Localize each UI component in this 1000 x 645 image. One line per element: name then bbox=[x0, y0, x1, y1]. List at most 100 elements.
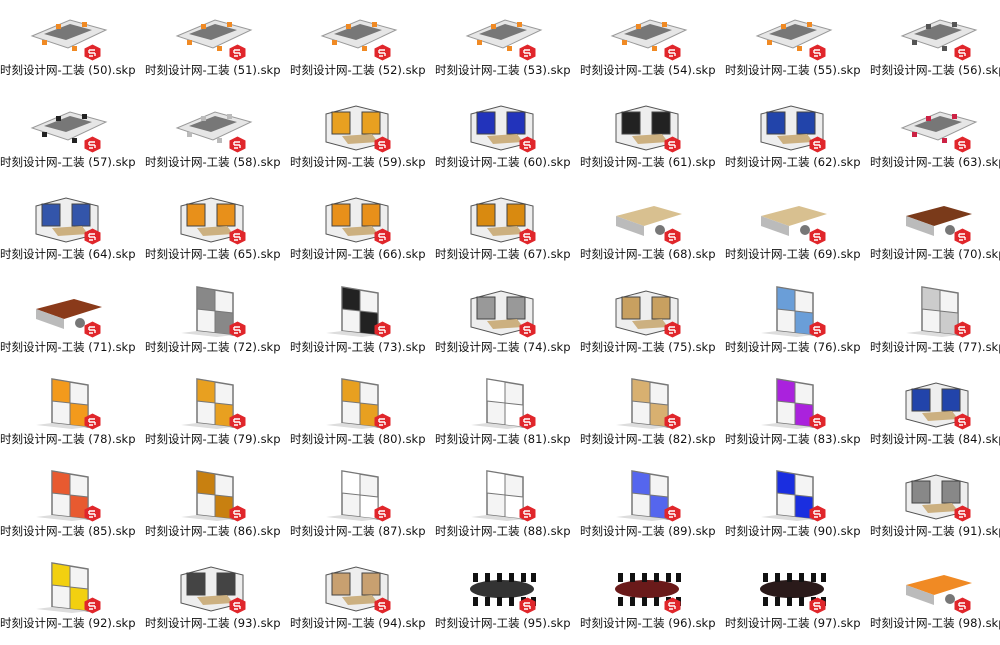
file-item[interactable]: 时刻设计网-工装 (69).skp bbox=[725, 184, 870, 276]
file-name: 时刻设计网-工装 (74).skp bbox=[435, 339, 571, 354]
file-item[interactable]: 时刻设计网-工装 (64).skp bbox=[0, 184, 145, 276]
file-item[interactable]: 时刻设计网-工装 (55).skp bbox=[725, 0, 870, 92]
file-item[interactable]: 时刻设计网-工装 (96).skp bbox=[580, 553, 725, 645]
file-name: 时刻设计网-工装 (90).skp bbox=[725, 523, 861, 538]
file-item[interactable]: 时刻设计网-工装 (60).skp bbox=[435, 92, 580, 184]
file-name: 时刻设计网-工装 (65).skp bbox=[145, 247, 281, 262]
file-item[interactable]: 时刻设计网-工装 (57).skp bbox=[0, 92, 145, 184]
file-thumbnail bbox=[616, 206, 682, 237]
file-item[interactable]: 时刻设计网-工装 (92).skp bbox=[0, 553, 145, 645]
file-name: 时刻设计网-工装 (97).skp bbox=[725, 616, 861, 631]
file-thumbnail bbox=[906, 285, 959, 337]
file-item[interactable]: 时刻设计网-工装 (90).skp bbox=[725, 461, 870, 553]
file-item[interactable]: 时刻设计网-工装 (52).skp bbox=[290, 0, 435, 92]
file-name: 时刻设计网-工装 (59).skp bbox=[290, 155, 426, 170]
file-item[interactable]: 时刻设计网-工装 (73).skp bbox=[290, 277, 435, 369]
file-thumbnail bbox=[36, 377, 89, 429]
file-item[interactable]: 时刻设计网-工装 (54).skp bbox=[580, 0, 725, 92]
sketchup-file-icon bbox=[809, 413, 826, 430]
sketchup-file-icon bbox=[229, 44, 246, 61]
file-item[interactable]: 时刻设计网-工装 (72).skp bbox=[145, 277, 290, 369]
file-name: 时刻设计网-工装 (93).skp bbox=[145, 616, 281, 631]
sketchup-file-icon bbox=[229, 228, 246, 245]
file-name: 时刻设计网-工装 (81).skp bbox=[435, 431, 571, 446]
file-item[interactable]: 时刻设计网-工装 (67).skp bbox=[435, 184, 580, 276]
file-item[interactable]: 时刻设计网-工装 (70).skp bbox=[870, 184, 1000, 276]
file-item[interactable]: 时刻设计网-工装 (59).skp bbox=[290, 92, 435, 184]
file-item[interactable]: 时刻设计网-工装 (51).skp bbox=[145, 0, 290, 92]
file-item[interactable]: 时刻设计网-工装 (91).skp bbox=[870, 461, 1000, 553]
file-item[interactable]: 时刻设计网-工装 (79).skp bbox=[145, 369, 290, 461]
file-item[interactable]: 时刻设计网-工装 (76).skp bbox=[725, 277, 870, 369]
file-thumbnail bbox=[905, 474, 969, 520]
file-item[interactable]: 时刻设计网-工装 (97).skp bbox=[725, 553, 870, 645]
file-item[interactable]: 时刻设计网-工装 (85).skp bbox=[0, 461, 145, 553]
sketchup-file-icon bbox=[809, 321, 826, 338]
file-name: 时刻设计网-工装 (87).skp bbox=[290, 523, 426, 538]
file-item[interactable]: 时刻设计网-工装 (68).skp bbox=[580, 184, 725, 276]
file-thumbnail bbox=[175, 19, 253, 51]
file-thumbnail bbox=[180, 566, 244, 612]
file-thumbnail bbox=[755, 19, 833, 51]
file-item[interactable]: 时刻设计网-工装 (82).skp bbox=[580, 369, 725, 461]
file-name: 时刻设计网-工装 (78).skp bbox=[0, 431, 136, 446]
file-name: 时刻设计网-工装 (58).skp bbox=[145, 155, 281, 170]
sketchup-file-icon bbox=[519, 413, 536, 430]
file-name: 时刻设计网-工装 (82).skp bbox=[580, 431, 716, 446]
file-name: 时刻设计网-工装 (89).skp bbox=[580, 523, 716, 538]
file-item[interactable]: 时刻设计网-工装 (89).skp bbox=[580, 461, 725, 553]
file-item[interactable]: 时刻设计网-工装 (78).skp bbox=[0, 369, 145, 461]
file-item[interactable]: 时刻设计网-工装 (65).skp bbox=[145, 184, 290, 276]
file-thumbnail bbox=[471, 377, 524, 429]
file-thumbnail bbox=[905, 382, 969, 428]
sketchup-file-icon bbox=[954, 413, 971, 430]
sketchup-file-icon bbox=[809, 136, 826, 153]
file-item[interactable]: 时刻设计网-工装 (71).skp bbox=[0, 277, 145, 369]
sketchup-file-icon bbox=[519, 505, 536, 522]
file-name: 时刻设计网-工装 (70).skp bbox=[870, 247, 1000, 262]
sketchup-file-icon bbox=[374, 228, 391, 245]
file-thumbnail bbox=[900, 111, 978, 144]
file-item[interactable]: 时刻设计网-工装 (56).skp bbox=[870, 0, 1000, 92]
file-item[interactable]: 时刻设计网-工装 (63).skp bbox=[870, 92, 1000, 184]
file-item[interactable]: 时刻设计网-工装 (83).skp bbox=[725, 369, 870, 461]
file-item[interactable]: 时刻设计网-工装 (86).skp bbox=[145, 461, 290, 553]
file-item[interactable]: 时刻设计网-工装 (95).skp bbox=[435, 553, 580, 645]
file-name: 时刻设计网-工装 (83).skp bbox=[725, 431, 861, 446]
sketchup-file-icon bbox=[809, 44, 826, 61]
file-thumbnail bbox=[615, 105, 679, 151]
file-thumbnail bbox=[906, 206, 972, 237]
sketchup-file-icon bbox=[664, 321, 681, 338]
file-item[interactable]: 时刻设计网-工装 (50).skp bbox=[0, 0, 145, 92]
file-item[interactable]: 时刻设计网-工装 (81).skp bbox=[435, 369, 580, 461]
file-item[interactable]: 时刻设计网-工装 (93).skp bbox=[145, 553, 290, 645]
file-item[interactable]: 时刻设计网-工装 (61).skp bbox=[580, 92, 725, 184]
file-name: 时刻设计网-工装 (66).skp bbox=[290, 247, 426, 262]
file-thumbnail bbox=[325, 566, 389, 612]
file-name: 时刻设计网-工装 (91).skp bbox=[870, 523, 1000, 538]
file-item[interactable]: 时刻设计网-工装 (66).skp bbox=[290, 184, 435, 276]
file-item[interactable]: 时刻设计网-工装 (53).skp bbox=[435, 0, 580, 92]
file-item[interactable]: 时刻设计网-工装 (62).skp bbox=[725, 92, 870, 184]
file-item[interactable]: 时刻设计网-工装 (75).skp bbox=[580, 277, 725, 369]
file-item[interactable]: 时刻设计网-工装 (74).skp bbox=[435, 277, 580, 369]
sketchup-file-icon bbox=[84, 136, 101, 153]
file-thumbnail bbox=[320, 19, 398, 51]
file-item[interactable]: 时刻设计网-工装 (58).skp bbox=[145, 92, 290, 184]
file-item[interactable]: 时刻设计网-工装 (84).skp bbox=[870, 369, 1000, 461]
file-item[interactable]: 时刻设计网-工装 (80).skp bbox=[290, 369, 435, 461]
file-item[interactable]: 时刻设计网-工装 (88).skp bbox=[435, 461, 580, 553]
file-item[interactable]: 时刻设计网-工装 (77).skp bbox=[870, 277, 1000, 369]
file-name: 时刻设计网-工装 (96).skp bbox=[580, 616, 716, 631]
file-thumbnail bbox=[35, 197, 99, 243]
file-item[interactable]: 时刻设计网-工装 (98).skp bbox=[870, 553, 1000, 645]
file-item[interactable]: 时刻设计网-工装 (94).skp bbox=[290, 553, 435, 645]
file-name: 时刻设计网-工装 (69).skp bbox=[725, 247, 861, 262]
sketchup-file-icon bbox=[374, 597, 391, 614]
file-item[interactable]: 时刻设计网-工装 (87).skp bbox=[290, 461, 435, 553]
file-thumbnail bbox=[325, 105, 389, 151]
file-thumbnail bbox=[906, 575, 972, 606]
file-name: 时刻设计网-工装 (55).skp bbox=[725, 63, 861, 77]
sketchup-file-icon bbox=[84, 413, 101, 430]
file-name: 时刻设计网-工装 (72).skp bbox=[145, 339, 281, 354]
